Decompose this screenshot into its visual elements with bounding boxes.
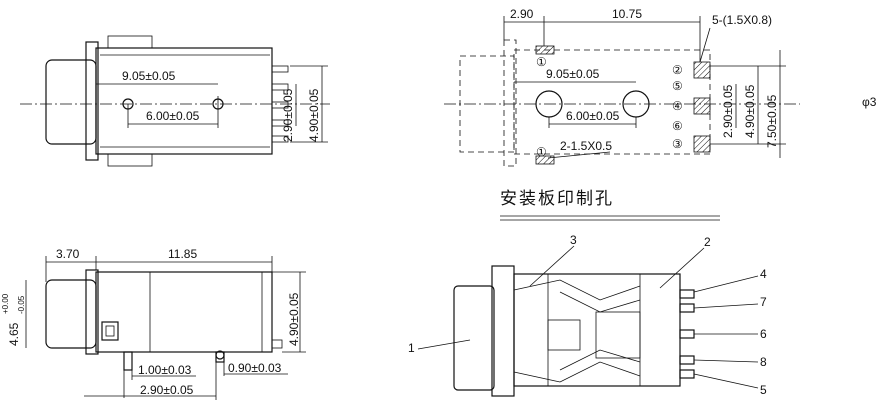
pcb-mark-6: ⑥ <box>672 119 683 133</box>
pcb-dim-6-00: 6.00±0.05 <box>566 109 620 123</box>
pcb-dim-10-75: 10.75 <box>612 7 642 21</box>
pcb-dim-4-90-vert: 4.90±0.05 <box>743 84 757 138</box>
dim-1-00: 1.00±0.03 <box>138 363 192 377</box>
pcb-pad-top <box>535 45 555 55</box>
dim-4-65: 4.65 <box>7 322 21 346</box>
dim-4-65-tol-lower: -0.05 <box>17 295 26 314</box>
pcb-mark-3: ③ <box>672 137 683 151</box>
dim-4-65-tol-upper: +0.00 <box>1 293 10 314</box>
pcb-dim-2-90: 2.90 <box>510 7 534 21</box>
callout-6: 6 <box>760 327 767 341</box>
pcb-mark-2: ② <box>672 63 683 77</box>
pcb-pad-1 <box>693 61 711 79</box>
dim-4-90-right: 4.90±0.05 <box>287 292 301 346</box>
pcb-dim-2-90-vert: 2.90±0.05 <box>721 84 735 138</box>
dim-4-90-vertical: 4.90±0.05 <box>307 88 321 142</box>
dim-6-00: 6.00±0.05 <box>146 109 200 123</box>
dim-3-70: 3.70 <box>56 247 80 261</box>
pcb-pad-bottom <box>535 155 555 165</box>
section-view: 1 2 3 4 5 6 7 8 <box>408 233 767 397</box>
pcb-hole-note: 2-1.5X0.5 <box>560 139 612 153</box>
pcb-caption: 安装板印制孔 <box>500 189 614 209</box>
pcb-mark-1-bottom: ① <box>536 145 547 159</box>
pcb-pad-note: 5-(1.5X0.8) <box>712 13 772 27</box>
callout-3: 3 <box>570 233 577 247</box>
dim-0-90: 0.90±0.03 <box>228 361 282 375</box>
dim-2-90-bottom: 2.90±0.05 <box>140 383 194 397</box>
pcb-pad-2 <box>693 97 711 115</box>
edge-fragment-text: φ3 <box>862 95 877 109</box>
top-left-view: 9.05±0.05 6.00±0.05 2.90±0.05 4.90±0.05 <box>20 35 330 167</box>
pcb-dim-7-50-vert: 7.50±0.05 <box>765 94 779 148</box>
pcb-mark-4: ④ <box>672 99 683 113</box>
pcb-pad-3 <box>693 135 711 153</box>
dim-9-05: 9.05±0.05 <box>122 69 176 83</box>
dim-11-85: 11.85 <box>168 247 197 261</box>
pcb-layout-view: ① ② ⑤ ④ ⑥ ③ ① 2.90 10.75 5-(1.5X0.8) 9.0… <box>444 7 800 221</box>
pcb-mark-5: ⑤ <box>672 79 683 93</box>
callout-2: 2 <box>704 235 711 249</box>
callout-7: 7 <box>760 295 767 309</box>
dim-2-90-vertical: 2.90±0.05 <box>281 88 295 142</box>
callout-5: 5 <box>760 383 767 397</box>
pcb-mark-1-top: ① <box>536 55 547 69</box>
callout-1: 1 <box>408 341 415 355</box>
callout-4: 4 <box>760 267 767 281</box>
callout-8: 8 <box>760 355 767 369</box>
bottom-left-view: 3.70 11.85 4.65 +0.00 -0.05 4.90±0.05 1.… <box>1 247 306 400</box>
pcb-dim-9-05: 9.05±0.05 <box>546 67 600 81</box>
